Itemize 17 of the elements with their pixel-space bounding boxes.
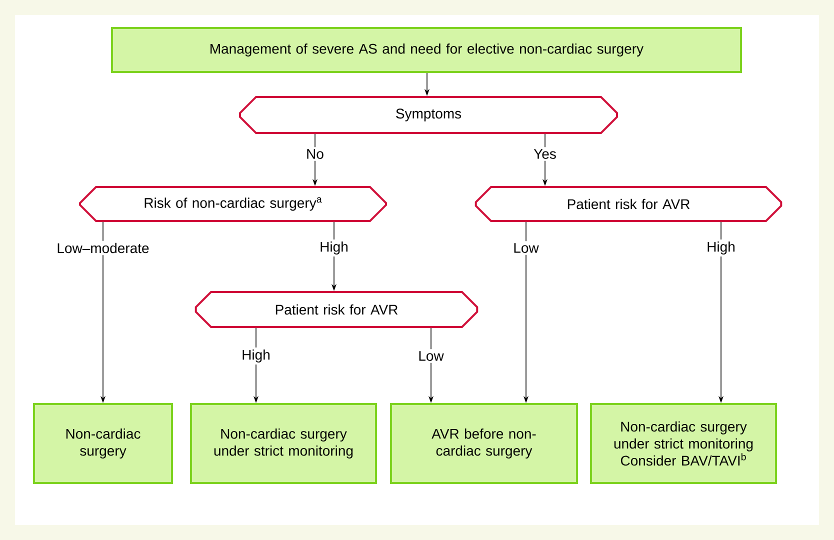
decision-box: Symptoms: [239, 96, 618, 134]
action-box: Non-cardiac surgery: [33, 403, 173, 484]
edge-label: High: [704, 239, 738, 257]
action-box: Non-cardiac surgery under strict monitoring Consider BAV/TAVI$^{b}$: [590, 403, 777, 484]
edge-label: Low–moderate: [54, 240, 152, 256]
edge-label: High: [240, 347, 272, 365]
decision-box: Patient risk for AVR: [194, 291, 478, 328]
edge-label: Low: [416, 349, 446, 363]
action-box: Non-cardiac surgery under strict monitoring: [190, 403, 377, 484]
edge-label: No: [304, 147, 326, 161]
edge-label: Yes: [532, 147, 558, 161]
edge-label: Low: [511, 241, 541, 255]
action-box: AVR before non-cardiac surgery: [390, 403, 578, 484]
decision-box: Patient risk for AVR: [474, 186, 782, 222]
decision-box: Risk of non-cardiac surgery$^{a}$: [79, 186, 387, 222]
edge-label: High: [318, 239, 350, 257]
action-box: Management of severe AS and need for elective non-cardiac surgery: [111, 27, 742, 73]
